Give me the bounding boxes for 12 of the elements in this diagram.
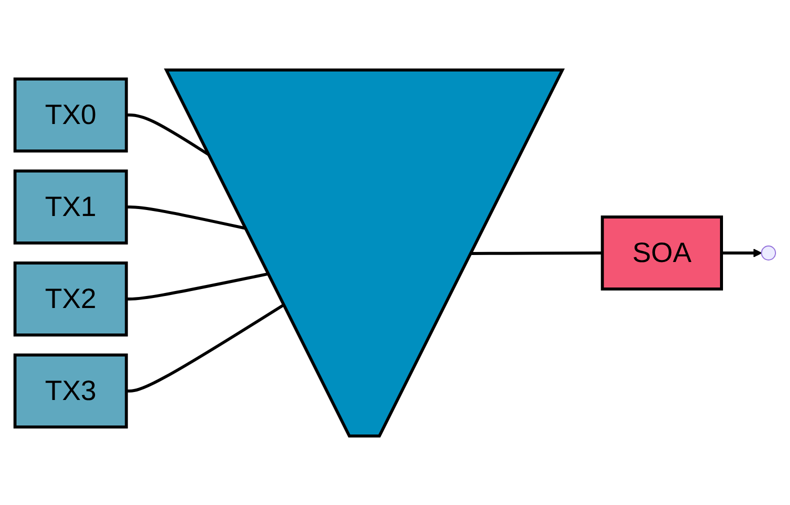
node-box (600, 215, 723, 290)
node-box (13, 77, 128, 152)
node-box (13, 353, 128, 428)
node-box (13, 169, 128, 244)
connector (126, 302, 285, 392)
node-trapezoid (164, 68, 565, 437)
node-box (13, 261, 128, 336)
connector (126, 272, 269, 300)
connector (126, 205, 246, 230)
arrow (721, 248, 762, 257)
connector (126, 113, 210, 156)
connector (471, 251, 602, 254)
